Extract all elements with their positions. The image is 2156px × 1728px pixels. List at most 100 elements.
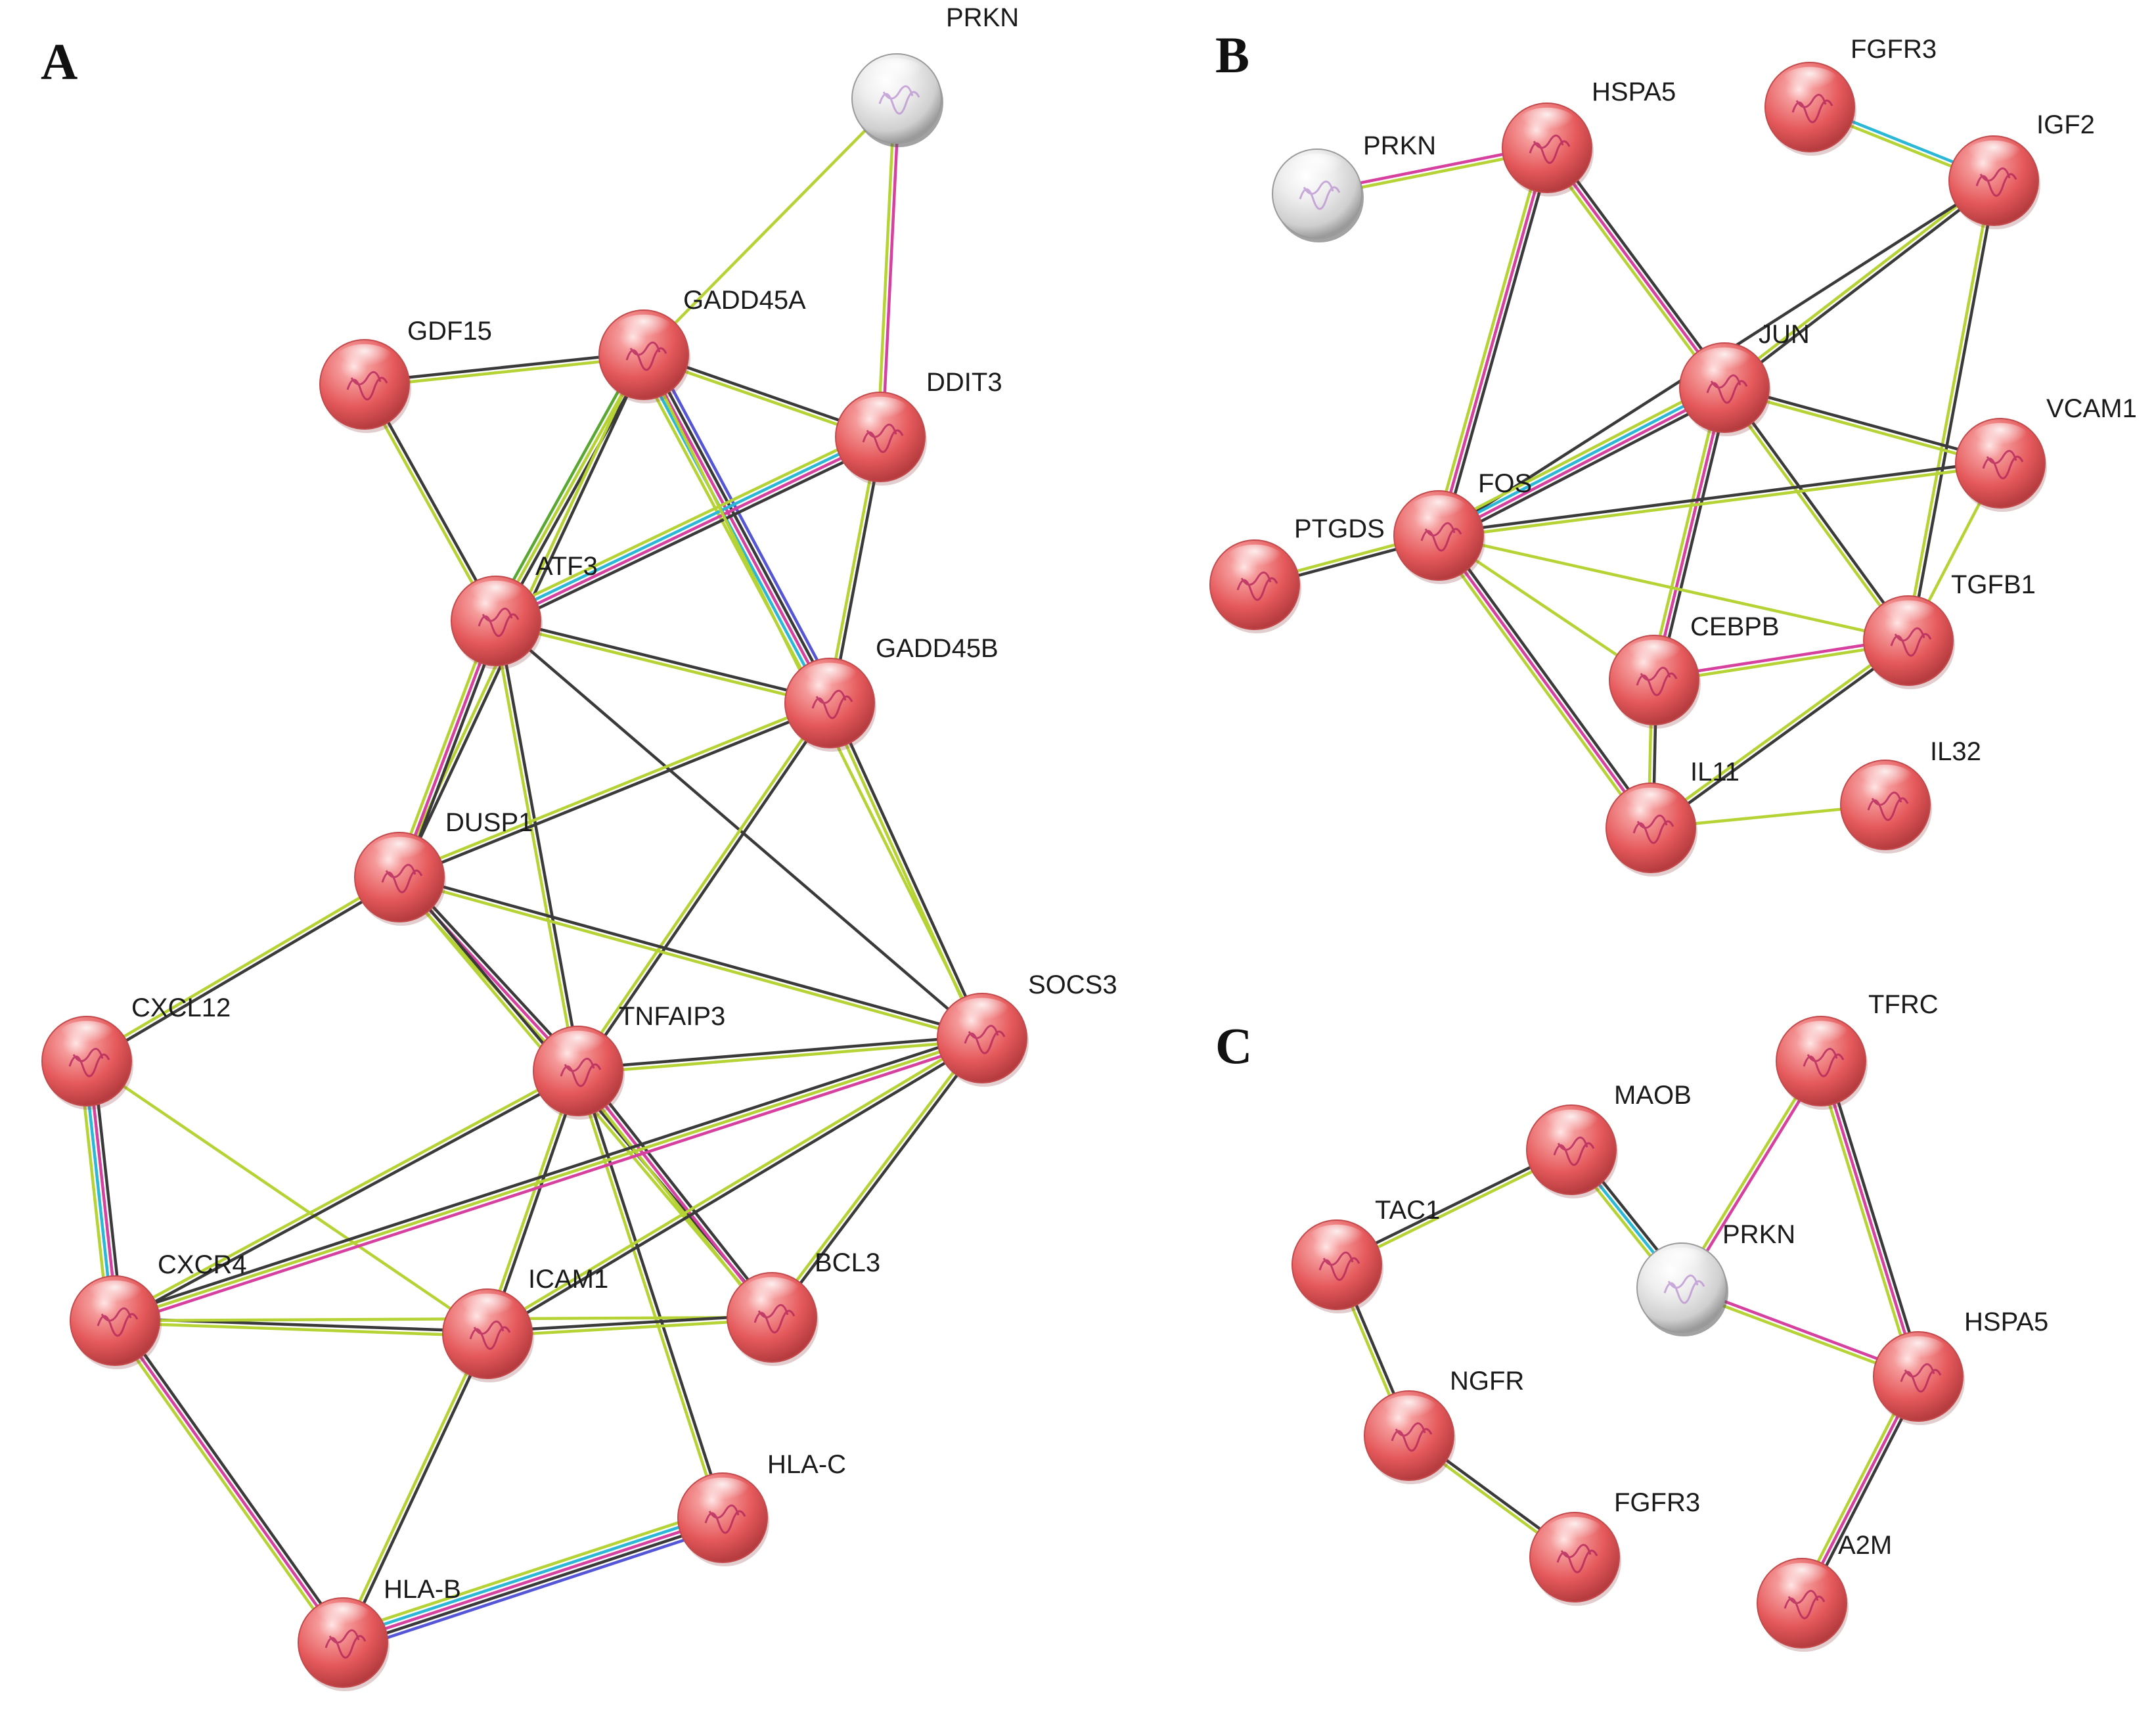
edge-line-yellowgreen: [1433, 536, 1649, 832]
node-label: DUSP1: [445, 808, 533, 837]
edge-line-green: [490, 351, 642, 620]
panel-b-node-igf2[interactable]: IGF2: [1948, 110, 2095, 229]
node-highlight: [1771, 1562, 1833, 1597]
edge-line-yellowgreen: [397, 699, 830, 877]
node-label: SOCS3: [1028, 970, 1117, 999]
panel-a-edge-socs3-bcl3: [768, 1035, 986, 1321]
node-label: HSPA5: [1964, 1307, 2048, 1336]
edge-line-black: [1650, 641, 1912, 832]
panel-b-node-jun[interactable]: JUN: [1679, 320, 1810, 436]
panel-c-node-tac1[interactable]: TAC1: [1291, 1196, 1440, 1313]
edge-line-yellowgreen: [1904, 179, 1993, 642]
edge-line-black: [646, 351, 836, 702]
panel-c-node-hspa5[interactable]: HSPA5: [1873, 1307, 2048, 1425]
panel-c-edge-tfrc-hspa5: [1815, 1058, 1924, 1380]
panel-b-node-il11[interactable]: IL11: [1606, 758, 1740, 876]
panel-b-node-tgfb1[interactable]: TGFB1: [1863, 570, 2036, 689]
edge-line-yellowgreen: [113, 1315, 774, 1323]
panel-c-edges: [1333, 1058, 1924, 1607]
edge-line-cyan: [493, 433, 881, 621]
panel-b-node-fos[interactable]: FOS: [1393, 469, 1532, 584]
node-highlight: [692, 1477, 753, 1512]
panel-b-node-fgfr3[interactable]: FGFR3: [1764, 35, 1937, 156]
panel-c-node-fgfr3[interactable]: FGFR3: [1529, 1488, 1700, 1606]
panel-a-edge-gdf15-gadd45a: [363, 351, 646, 388]
panel-a-node-hla-c[interactable]: HLA-C: [677, 1450, 846, 1566]
edge-line-black: [112, 1032, 983, 1318]
edge-line-black: [1441, 531, 1656, 827]
panel-a-node-gdf15[interactable]: GDF15: [319, 317, 492, 433]
panel-a-node-dusp1[interactable]: DUSP1: [354, 808, 533, 926]
panel-a-node-gadd45b[interactable]: GADD45B: [784, 634, 999, 752]
edge-line-black: [1909, 179, 1998, 643]
edge-line-black: [342, 1520, 726, 1648]
panel-a-edge-hla-c-hla-b: [338, 1507, 727, 1653]
panel-a: A PRKNGDF15GADD45ADDIT3ATF3GADD45BDUSP1C…: [41, 3, 1117, 1691]
node-highlight: [1540, 1109, 1602, 1144]
panel-a-node-cxcr4[interactable]: CXCR4: [70, 1250, 247, 1369]
edge-line-black: [578, 702, 834, 1074]
panel-a-node-cxcl12[interactable]: CXCL12: [41, 993, 231, 1110]
panel-b-node-il32[interactable]: IL32: [1840, 737, 1981, 853]
edge-line-yellowgreen: [876, 97, 896, 439]
panel-a-node-socs3[interactable]: SOCS3: [937, 970, 1117, 1087]
node-highlight: [1224, 544, 1286, 579]
panel-c-node-prkn[interactable]: PRKN: [1636, 1220, 1795, 1336]
edge-line-black: [497, 442, 885, 629]
panel-a-node-icam1[interactable]: ICAM1: [442, 1265, 608, 1382]
panel-a-node-ddit3[interactable]: DDIT3: [835, 368, 1002, 486]
edge-line-magenta: [1437, 534, 1653, 830]
edge-line-magenta: [642, 353, 832, 705]
node-highlight: [1969, 422, 2031, 457]
edge-line-magenta: [113, 1319, 345, 1645]
panel-b-edge-jun-vcam1: [1722, 384, 2003, 467]
edge-line-black: [488, 1070, 582, 1336]
edge-line-black: [580, 1066, 777, 1316]
node-label: ICAM1: [528, 1265, 608, 1294]
node-label: A2M: [1838, 1531, 1892, 1560]
panel-c-node-maob[interactable]: MAOB: [1526, 1081, 1692, 1198]
node-highlight: [1790, 1020, 1852, 1055]
node-label: ATF3: [535, 552, 598, 581]
panel-c-node-a2m[interactable]: A2M: [1757, 1531, 1892, 1652]
panel-a-node-prkn[interactable]: PRKN: [851, 3, 1019, 147]
panel-b-node-vcam1[interactable]: VCAM1: [1955, 394, 2137, 512]
panel-a-edge-icam1-bcl3: [485, 1313, 774, 1338]
panel-a-node-gadd45a[interactable]: GADD45A: [598, 286, 806, 403]
panel-c-node-ngfr[interactable]: NGFR: [1364, 1367, 1524, 1484]
edge-line-magenta: [397, 619, 498, 879]
node-highlight: [1286, 153, 1348, 188]
edge-line-cyan: [1436, 384, 1725, 535]
edge-line-yellowgreen: [492, 620, 577, 1073]
panel-b-node-hspa5[interactable]: HSPA5: [1502, 78, 1676, 196]
panel-a-edge-dusp1-cxcl12: [83, 873, 403, 1065]
edge-line-black: [1724, 181, 1997, 392]
edge-line-yellowgreen: [1542, 148, 1722, 392]
panel-a-node-tnfaip3[interactable]: TNFAIP3: [533, 1002, 725, 1120]
edge-line-black: [1824, 1058, 1924, 1377]
edge-line-black: [495, 617, 832, 702]
panel-c-node-tfrc[interactable]: TFRC: [1776, 990, 1939, 1110]
edge-line-yellowgreen: [574, 700, 830, 1072]
panel-a-node-atf3[interactable]: ATF3: [451, 552, 598, 670]
panel-b-node-prkn[interactable]: PRKN: [1272, 131, 1436, 242]
edge-line-yellowgreen: [768, 1035, 982, 1318]
panel-b-node-cebpb[interactable]: CEBPB: [1609, 612, 1780, 729]
node-label: CXCL12: [131, 993, 231, 1022]
edge-line-black: [497, 619, 582, 1072]
edge-line-yellowgreen: [363, 355, 646, 388]
edge-line-yellowgreen: [1722, 388, 2002, 467]
edge-line-blue: [650, 349, 840, 700]
edge-line-yellowgreen: [483, 1068, 577, 1335]
panel-a-node-hla-b[interactable]: HLA-B: [298, 1575, 461, 1691]
edge-line-yellowgreen: [1433, 145, 1544, 536]
panel-b-edge-hspa5-jun: [1542, 143, 1730, 392]
panel-a-node-bcl3[interactable]: BCL3: [727, 1248, 880, 1366]
panel-a-edge-gadd45b-socs3: [826, 700, 986, 1041]
panel-b-edge-igf2-jun: [1721, 177, 1997, 392]
panel-b-node-ptgds[interactable]: PTGDS: [1209, 514, 1385, 633]
edge-line-yellowgreen: [113, 1321, 489, 1338]
edge-line-black: [363, 351, 645, 384]
